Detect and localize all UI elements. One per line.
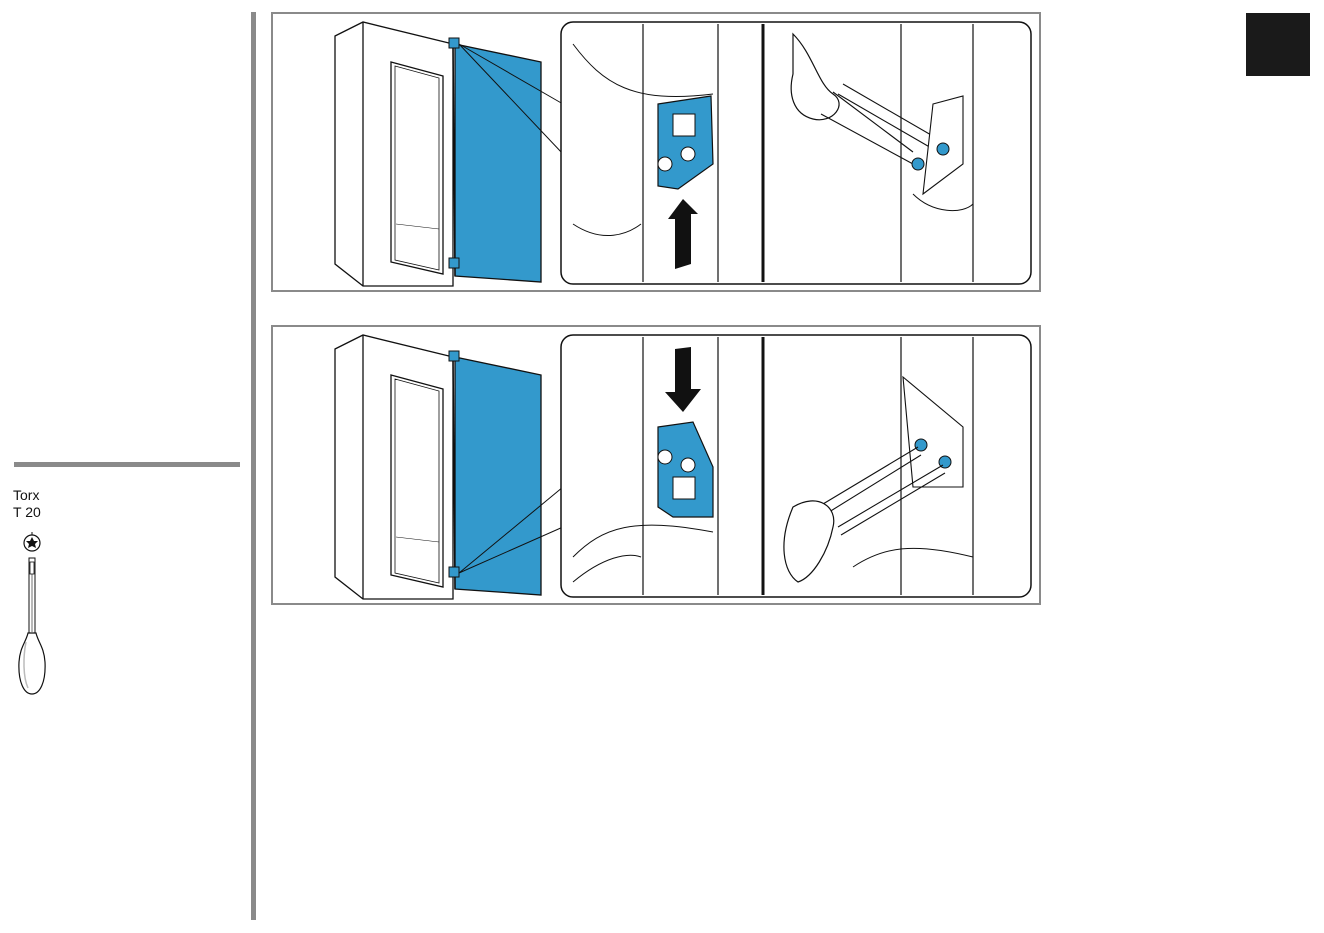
figure-hinge-lift — [271, 12, 1041, 292]
fridge-door-hinge-lift-icon — [273, 14, 1039, 290]
torx-bit-icon — [24, 532, 40, 551]
screwdriver-icon — [18, 532, 68, 702]
fridge-body — [335, 22, 453, 286]
tool-size: T 20 — [13, 504, 41, 520]
detail-panel-lift — [561, 22, 1031, 284]
sidebar-divider — [14, 462, 240, 467]
tool-name: Torx — [13, 487, 39, 503]
column-divider — [251, 12, 256, 920]
figure-hinge-lower — [271, 325, 1041, 605]
detail-panel-lower — [561, 335, 1031, 597]
fridge-body — [335, 335, 453, 599]
page-marker-tab — [1246, 13, 1310, 76]
fridge-door-hinge-lower-icon — [273, 327, 1039, 603]
